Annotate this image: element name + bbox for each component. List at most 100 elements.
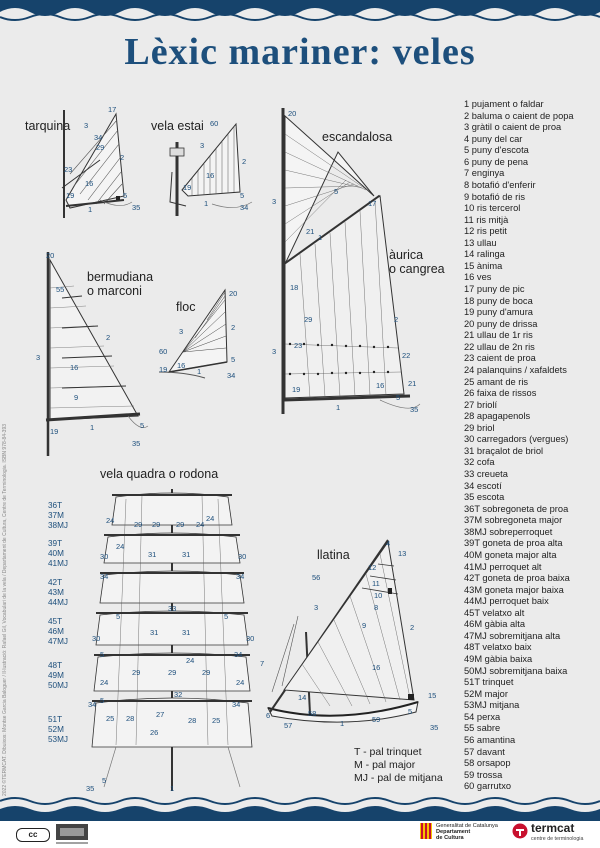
legend-item: 60 garrutxo	[464, 781, 600, 793]
quadra-num: 35	[86, 784, 94, 793]
aurica-num: 3	[272, 347, 276, 356]
quadra-num: 30	[246, 634, 254, 643]
legend-item: 21 ullau de 1r ris	[464, 330, 600, 342]
legend-item: 31 braçalot de briol	[464, 446, 600, 458]
llatina-num: 35	[430, 723, 438, 732]
aurica-num: 35	[410, 405, 418, 414]
quadra-num: 31	[182, 550, 190, 559]
mast-codes-group-6: 51T 52M 53MJ	[48, 715, 88, 745]
llatina-num: 3	[314, 603, 318, 612]
legend-item: 20 puny de drissa	[464, 319, 600, 331]
mast-code: 52M	[48, 725, 88, 735]
llatina-num: 57	[284, 721, 292, 730]
legend-item: 34 escotí	[464, 481, 600, 493]
mast-code: 46M	[48, 627, 88, 637]
legend-item: 12 ris petit	[464, 226, 600, 238]
escandalosa-num: 1	[318, 233, 322, 242]
floc-num: 34	[227, 371, 235, 380]
legend-item: 48T velatxo baix	[464, 642, 600, 654]
legend-item: 33 creueta	[464, 469, 600, 481]
legend-item: 5 puny d'escota	[464, 145, 600, 157]
aurica-num: 21	[408, 379, 416, 388]
legend-item: 46M gàbia alta	[464, 619, 600, 631]
llatina-num: 58	[308, 709, 316, 718]
bermudiana-num: 1	[90, 423, 94, 432]
quadra-num: 31	[148, 550, 156, 559]
tarquina-num: 3	[84, 121, 88, 130]
legend-item: 3 gràtil o caient de proa	[464, 122, 600, 134]
legend-item: 36T sobregoneta de proa	[464, 504, 600, 516]
quadra-num: 34	[234, 650, 242, 659]
mast-code: 37M	[48, 511, 88, 521]
llatina-num: 4	[386, 539, 390, 548]
quadra-num: 29	[134, 520, 142, 529]
label-vela-quadra: vela quadra o rodona	[100, 467, 218, 481]
mast-code: 43M	[48, 588, 88, 598]
bermudiana-num: 35	[132, 439, 140, 448]
quadra-num: 29	[152, 520, 160, 529]
estai-num: 5	[240, 191, 244, 200]
legend-item: 40M goneta major alta	[464, 550, 600, 562]
term-legend: 1 pujament o faldar2 baluma o caient de …	[464, 99, 600, 793]
quadra-num: 32	[174, 690, 182, 699]
llatina-num: 10	[374, 591, 382, 600]
quadra-num: 24	[186, 656, 194, 665]
legend-item: 32 cofa	[464, 457, 600, 469]
legend-item: 10 ris tercerol	[464, 203, 600, 215]
quadra-num: 24	[236, 678, 244, 687]
quadra-num: 5	[224, 612, 228, 621]
quadra-num: 24	[116, 542, 124, 551]
aurica-num: 2	[394, 315, 398, 324]
legend-item: 24 palanquins / xafaldets	[464, 365, 600, 377]
diagram-llatina: 4 13 56 12 11 10 8 3 9 2 16 7 14 6 58 57…	[258, 536, 448, 736]
legend-item: 14 ralinga	[464, 249, 600, 261]
legend-item: 35 escota	[464, 492, 600, 504]
legend-item: 19 puny d'amura	[464, 307, 600, 319]
llatina-num: 7	[260, 659, 264, 668]
legend-item: 18 puny de boca	[464, 296, 600, 308]
floc-num: 20	[229, 289, 237, 298]
quadra-num: 24	[106, 516, 114, 525]
aurica-num: 18	[290, 283, 298, 292]
quadra-num: 34	[100, 572, 108, 581]
bermudiana-num: 16	[70, 363, 78, 372]
floc-num: 3	[179, 327, 183, 336]
llatina-num: 13	[398, 549, 406, 558]
quadra-num: 28	[188, 716, 196, 725]
bottom-wave-border	[0, 795, 600, 821]
floc-num: 16	[177, 361, 185, 370]
quadra-num: 25	[212, 716, 220, 725]
tarquina-num: 1	[88, 205, 92, 214]
aurica-num: 1	[336, 403, 340, 412]
floc-num: 1	[197, 367, 201, 376]
legend-item: 29 briol	[464, 423, 600, 435]
mast-legend: T - pal trinquet M - pal major MJ - pal …	[354, 746, 443, 785]
legend-item: 13 ullau	[464, 238, 600, 250]
tarquina-num: 2	[120, 153, 124, 162]
legend-item: 43M goneta major baixa	[464, 585, 600, 597]
tarquina-num: 35	[132, 203, 140, 212]
llatina-num: 1	[340, 719, 344, 728]
quadra-num: 27	[156, 710, 164, 719]
legend-item: 9 botafió de ris	[464, 192, 600, 204]
tarquina-num: 5	[123, 191, 127, 200]
quadra-num: 30	[100, 552, 108, 561]
legend-item: 51T trinquet	[464, 677, 600, 689]
estai-num: 60	[210, 119, 218, 128]
museum-logo-icon	[54, 822, 90, 846]
legend-item: 41MJ perroquet alt	[464, 562, 600, 574]
legend-item: 56 amantina	[464, 735, 600, 747]
quadra-num: 34	[236, 572, 244, 581]
legend-item: 25 amant de ris	[464, 377, 600, 389]
llatina-num: 9	[362, 621, 366, 630]
legend-item: 11 ris mitjà	[464, 215, 600, 227]
page-title: Lèxic mariner: veles	[0, 30, 600, 74]
mast-code: 44MJ	[48, 598, 88, 608]
bermudiana-num: 19	[50, 427, 58, 436]
cc-license-icon: cc	[16, 828, 50, 842]
quadra-num: 5	[102, 776, 106, 785]
quadra-num: 5	[100, 696, 104, 705]
llatina-num: 12	[368, 563, 376, 572]
bermudiana-num: 2	[106, 333, 110, 342]
